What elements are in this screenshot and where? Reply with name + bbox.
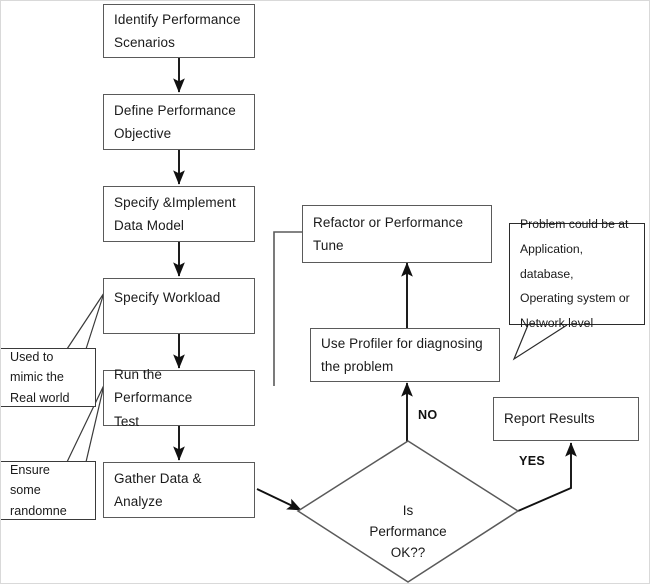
callout-label: Used to mimic the Real world bbox=[10, 349, 70, 405]
decision-label: Is Performance OK?? bbox=[337, 480, 479, 564]
callout-ensure-some-randomness[interactable]: Ensure some randomne bbox=[1, 461, 96, 520]
diamond-shape bbox=[296, 440, 520, 583]
node-label: Refactor or Performance Tune bbox=[313, 214, 464, 253]
node-identify-performance-scenarios[interactable]: Identify Performance Scenarios bbox=[103, 4, 255, 58]
node-label: Report Results bbox=[504, 411, 595, 427]
node-gather-data-and-analyze[interactable]: Gather Data & Analyze bbox=[103, 462, 255, 518]
edge-refactor-loopback bbox=[273, 231, 302, 386]
edge-label-no-text: NO bbox=[418, 408, 438, 422]
node-specify-implement-data-model[interactable]: Specify &Implement Data Model bbox=[103, 186, 255, 242]
node-specify-workload[interactable]: Specify Workload bbox=[103, 278, 255, 334]
node-label: Use Profiler for diagnosing the problem bbox=[321, 335, 483, 374]
edge-label-yes-text: YES bbox=[519, 454, 546, 468]
edge-label-yes: YES bbox=[519, 454, 545, 468]
callout-problem-could-be-at[interactable]: Problem could be at Application, databas… bbox=[509, 217, 645, 330]
node-label: Specify &Implement Data Model bbox=[114, 194, 236, 233]
node-refactor-or-performance-tune[interactable]: Refactor or Performance Tune bbox=[302, 205, 492, 263]
callout-tail-mimic bbox=[66, 292, 105, 350]
node-label: Specify Workload bbox=[114, 290, 221, 305]
node-run-the-performance-test[interactable]: Run the Performance Test bbox=[103, 367, 255, 429]
node-use-profiler-for-diagnosing[interactable]: Use Profiler for diagnosing the problem bbox=[310, 328, 500, 382]
node-define-performance-objective[interactable]: Define Performance Objective bbox=[103, 94, 255, 150]
node-label: Identify Performance Scenarios bbox=[114, 11, 241, 50]
node-decision-is-performance-ok[interactable] bbox=[295, 438, 521, 584]
callout-used-to-mimic-real-world[interactable]: Used to mimic the Real world bbox=[1, 348, 96, 407]
edge-label-no: NO bbox=[418, 408, 438, 422]
node-label: Gather Data & Analyze bbox=[114, 470, 202, 509]
callout-label: Problem could be at Application, databas… bbox=[520, 217, 630, 330]
callout-label: Ensure some randomne bbox=[10, 462, 67, 518]
node-report-results[interactable]: Report Results bbox=[493, 397, 639, 441]
decision-label-text: Is Performance OK?? bbox=[369, 502, 447, 560]
node-label: Define Performance Objective bbox=[114, 102, 236, 141]
node-label: Run the Performance Test bbox=[114, 367, 193, 429]
